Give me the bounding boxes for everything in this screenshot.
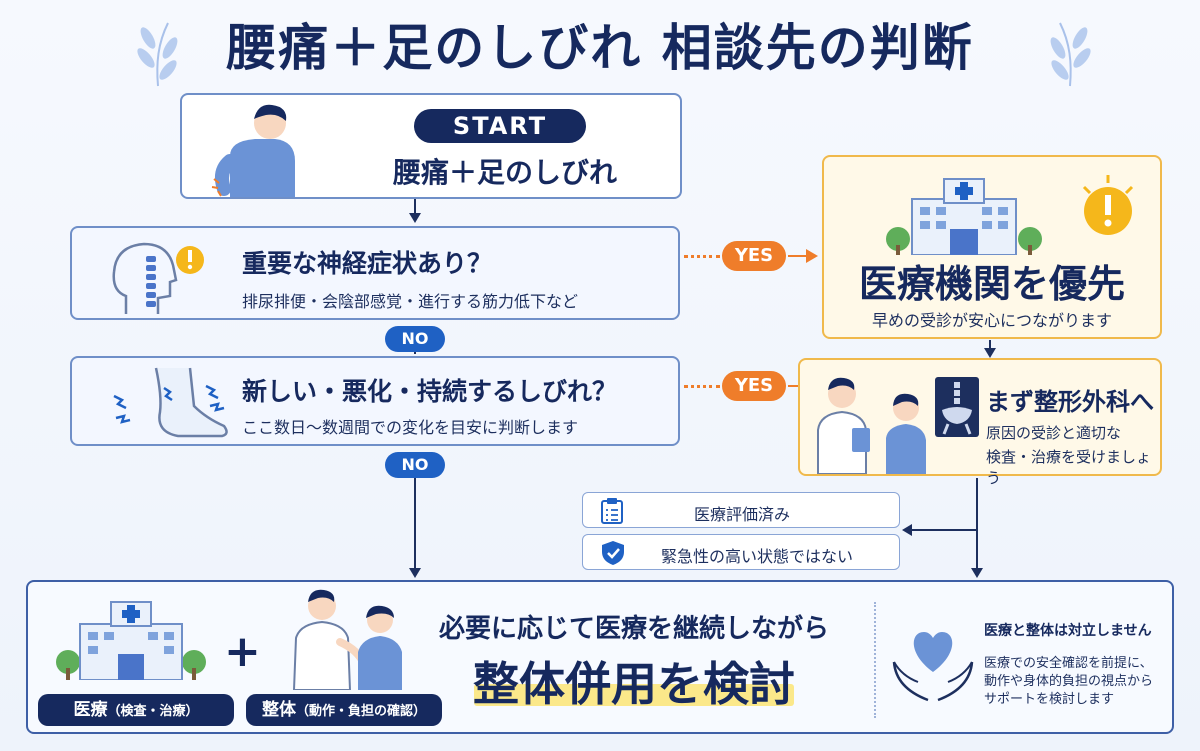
question1-text: 重要な神経症状あり？ — [242, 249, 493, 278]
medical-priority-title: 医療機関を優先 — [858, 262, 1125, 306]
seitai-label-detail: （動作・負担の確認） — [295, 704, 426, 719]
connector-start-q1 — [414, 199, 416, 215]
q1-yes-badge: YES — [722, 241, 786, 271]
warning-icon — [1082, 175, 1134, 235]
start-badge: START — [414, 109, 586, 143]
q2-no-badge: NO — [385, 452, 445, 478]
connector-q2-bottom — [414, 478, 416, 570]
q2-yes-line — [788, 385, 800, 387]
q1-yes-dotted-line — [684, 255, 720, 258]
recommendation-main: 整体併用を検討 — [473, 657, 795, 711]
status-evaluated-text: 医療評価済み — [693, 505, 790, 524]
person-back-pain-icon — [211, 104, 295, 197]
arrow-ortho-bottom — [971, 568, 983, 578]
page-title: 腰痛＋足のしびれ 相談先の判断 — [226, 19, 974, 77]
recommendation-headline: 必要に応じて医療を継続しながら — [438, 614, 829, 644]
therapist-client-icon — [292, 589, 402, 690]
question2-guide: ここ数日〜数週間での変化を目安に判断します — [242, 418, 579, 437]
recommendation-highlight — [474, 684, 794, 706]
orthopedics-title: まず整形外科へ — [986, 388, 1154, 416]
question2-box: 新しい・悪化・持続するしびれ？ ここ数日〜数週間での変化を目安に判断します — [70, 356, 680, 446]
connector-q1-q2 — [414, 352, 416, 354]
question2-text: 新しい・悪化・持続するしびれ？ — [242, 377, 618, 406]
xray-icon — [935, 377, 979, 437]
doctor-patient-icon — [817, 377, 926, 474]
shield-check-icon — [602, 541, 624, 565]
question1-box: 重要な神経症状あり？ 排尿排便・会陰部感覚・進行する筋力低下など — [70, 226, 680, 320]
note-title: 医療と整体は対立しません — [984, 623, 1152, 639]
connector-medical-ortho — [989, 340, 991, 350]
arrow-start-q1 — [409, 213, 421, 223]
clipboard-icon — [601, 498, 623, 524]
head-spine-alert-icon — [112, 242, 204, 314]
connector-ortho-bottom — [976, 478, 978, 570]
heart-hands-icon — [892, 632, 974, 702]
panel-divider — [874, 602, 876, 718]
hospital-icon — [886, 178, 1042, 255]
seitai-label-text: 整体 — [261, 700, 296, 720]
medical-label-text: 医療 — [73, 700, 108, 720]
plus-sign: + — [224, 626, 261, 677]
note-line3: サポートを検討します — [984, 692, 1115, 707]
arrow-q2-bottom — [409, 568, 421, 578]
start-label: 腰痛＋足のしびれ — [392, 156, 617, 189]
q2-yes-badge: YES — [722, 371, 786, 401]
medical-priority-box: 医療機関を優先 早めの受診が安心につながります — [822, 155, 1162, 339]
question1-examples: 排尿排便・会陰部感覚・進行する筋力低下など — [242, 292, 579, 311]
status-not-urgent-text: 緊急性の高い状態ではない — [660, 547, 853, 566]
connector-ortho-status — [912, 529, 976, 531]
orthopedics-line2: 検査・治療を受けましょう — [986, 448, 1152, 487]
orthopedics-line1: 原因の受診と適切な — [986, 424, 1122, 442]
medical-priority-subtitle: 早めの受診が安心につながります — [871, 311, 1112, 330]
medical-label: 医療（検査・治療） — [38, 694, 234, 726]
orthopedics-box: まず整形外科へ 原因の受診と適切な 検査・治療を受けましょう — [798, 358, 1162, 487]
leaf-decoration-right-icon — [1050, 22, 1091, 87]
hospital-small-icon — [56, 601, 206, 680]
q1-yes-line — [788, 255, 808, 257]
medical-label-detail: （検査・治療） — [107, 704, 199, 719]
leaf-decoration-left-icon — [137, 22, 178, 87]
seitai-label: 整体（動作・負担の確認） — [246, 694, 442, 726]
leg-numbness-icon — [113, 367, 228, 438]
start-box: START 腰痛＋足のしびれ — [180, 93, 682, 199]
arrow-to-status — [902, 524, 912, 536]
note-line2: 動作や身体的負担の視点から — [984, 674, 1154, 689]
arrow-medical-ortho — [984, 348, 996, 358]
q2-yes-dotted-line — [684, 385, 720, 388]
note-line1: 医療での安全確認を前提に、 — [984, 656, 1153, 671]
q1-no-badge: NO — [385, 326, 445, 352]
q1-yes-arrow — [806, 249, 818, 263]
recommendation-panel: 医療（検査・治療） + 整体（動作・負担の確認） 必要に応じて医療を継続しながら… — [26, 580, 1174, 734]
status-not-urgent-row: 緊急性の高い状態ではない — [582, 534, 900, 570]
status-evaluated-row: 医療評価済み — [582, 492, 900, 528]
